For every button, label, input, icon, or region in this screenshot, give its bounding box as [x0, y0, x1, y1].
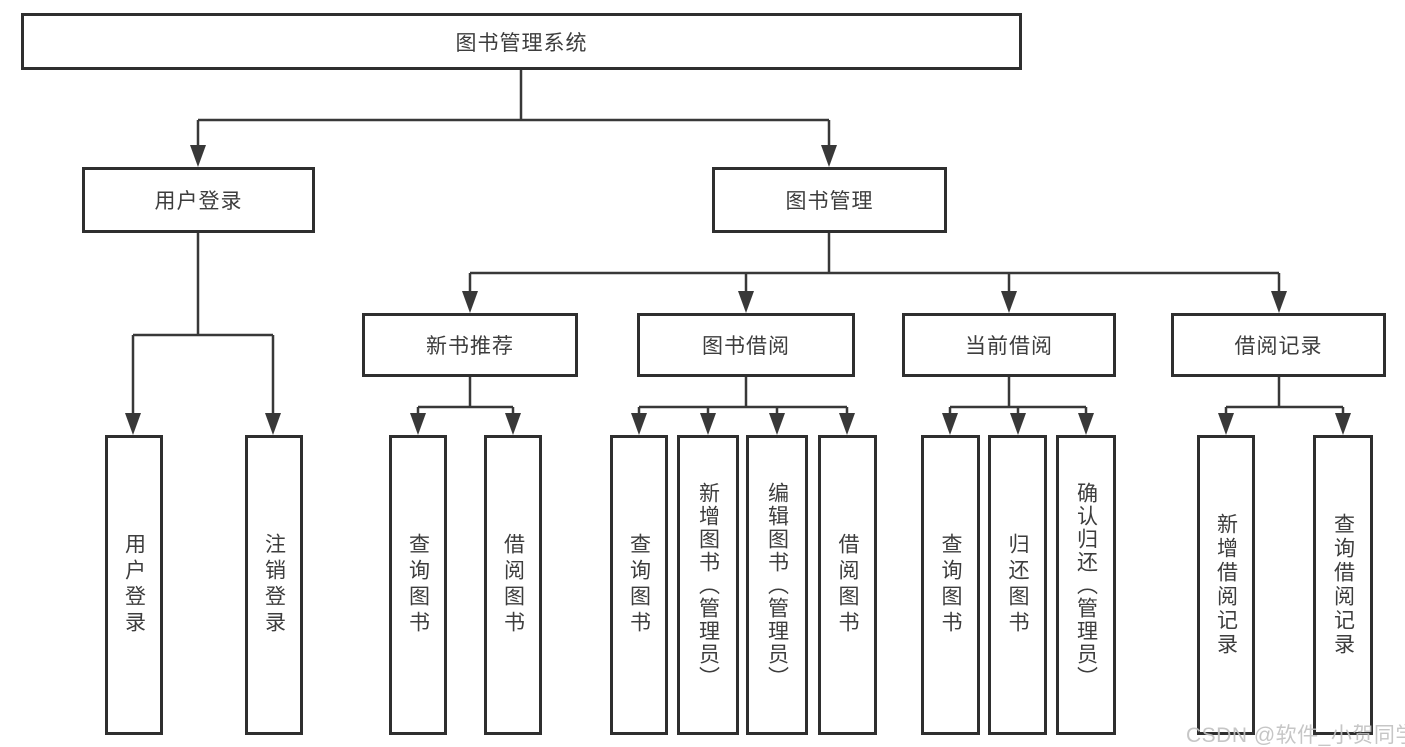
node-current-confirm-return: 确认归还（管理员） — [1056, 435, 1116, 735]
node-record-add: 新增借阅记录 — [1197, 435, 1255, 735]
node-borrow-borrow-book: 借阅图书 — [818, 435, 877, 735]
node-recommend-query-book: 查询图书 — [389, 435, 447, 735]
node-logout: 注销登录 — [245, 435, 303, 735]
node-login: 用户登录 — [105, 435, 163, 735]
node-borrow-query-book: 查询图书 — [610, 435, 668, 735]
node-root-system: 图书管理系统 — [21, 13, 1022, 70]
node-book-borrow: 图书借阅 — [637, 313, 855, 377]
arrowheads — [125, 145, 1351, 435]
csdn-watermark: CSDN @软件_小贺同学 — [1186, 724, 1405, 747]
node-current-borrow: 当前借阅 — [902, 313, 1116, 377]
node-book-management: 图书管理 — [712, 167, 947, 233]
node-current-query-book: 查询图书 — [921, 435, 980, 735]
node-borrow-edit-book: 编辑图书（管理员） — [746, 435, 808, 735]
node-record-query: 查询借阅记录 — [1313, 435, 1373, 735]
node-borrow-record: 借阅记录 — [1171, 313, 1386, 377]
node-current-return-book: 归还图书 — [988, 435, 1047, 735]
node-new-book-recommend: 新书推荐 — [362, 313, 578, 377]
node-recommend-borrow-book: 借阅图书 — [484, 435, 542, 735]
node-user-login: 用户登录 — [82, 167, 315, 233]
node-borrow-add-book: 新增图书（管理员） — [677, 435, 739, 735]
